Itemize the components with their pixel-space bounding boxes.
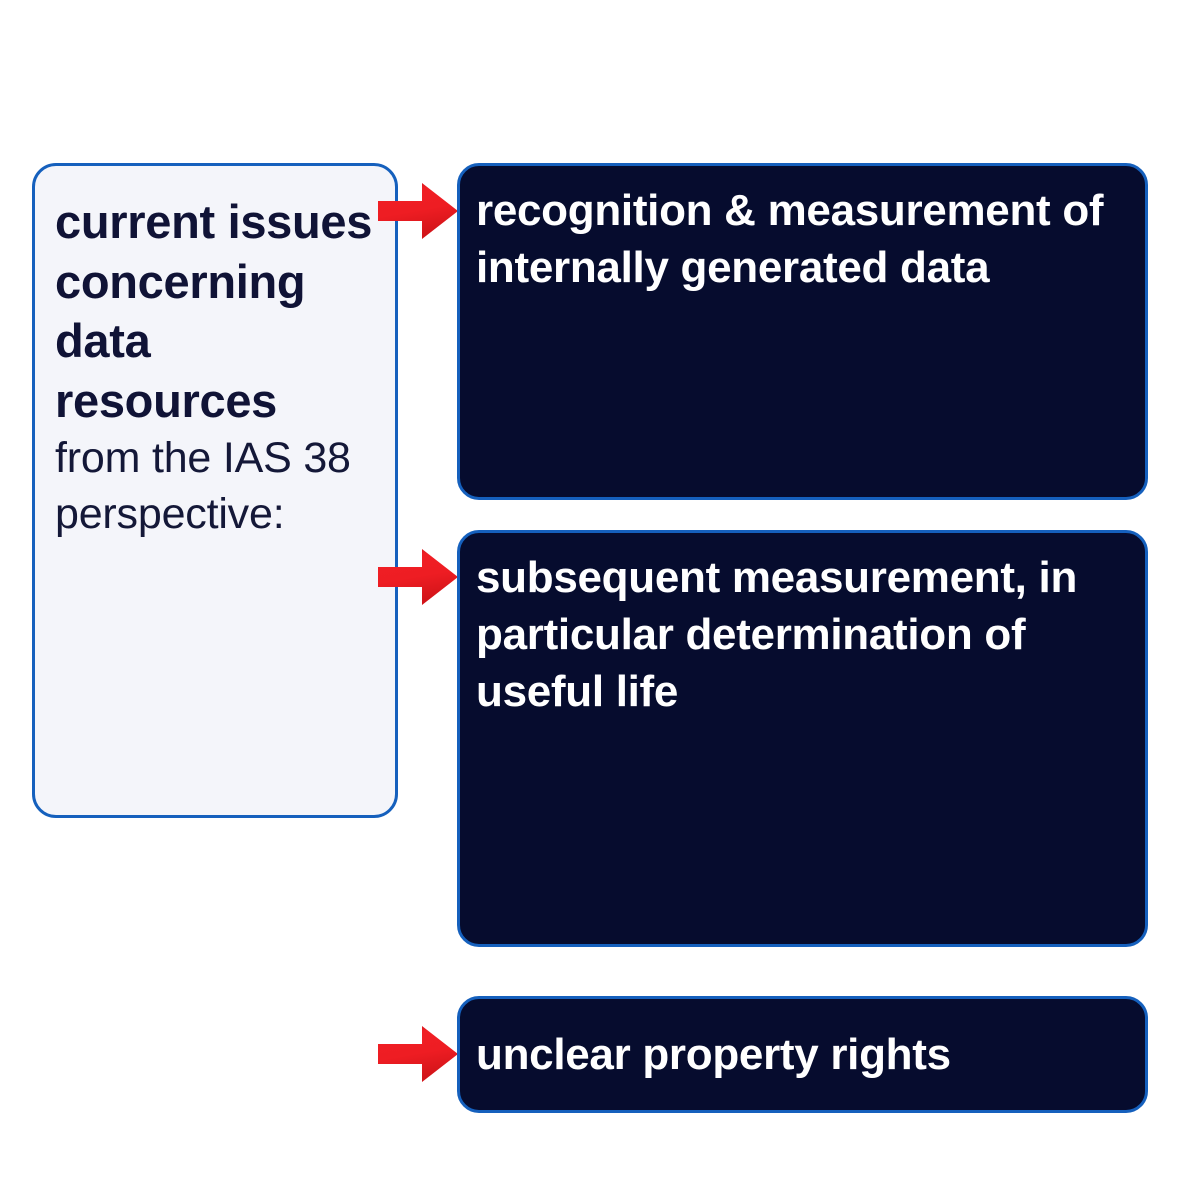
right-arrow-icon — [378, 182, 458, 240]
right-arrow-icon — [378, 548, 458, 606]
target-node-2: subsequent measurement, in particular de… — [457, 530, 1148, 947]
target-node-1-label: recognition & measurement of internally … — [476, 186, 1104, 293]
source-node-emphasis-label: current issues concerning data resources — [55, 195, 373, 428]
target-node-2-label: subsequent measurement, in particular de… — [476, 553, 1078, 717]
target-node-3: unclear property rights — [457, 996, 1148, 1113]
source-node: current issues concerning data resources… — [32, 163, 398, 818]
target-node-3-label: unclear property rights — [476, 1029, 951, 1079]
target-node-1: recognition & measurement of internally … — [457, 163, 1148, 500]
right-arrow-icon — [378, 1025, 458, 1083]
source-node-normal-label: from the IAS 38 perspective: — [55, 433, 351, 538]
